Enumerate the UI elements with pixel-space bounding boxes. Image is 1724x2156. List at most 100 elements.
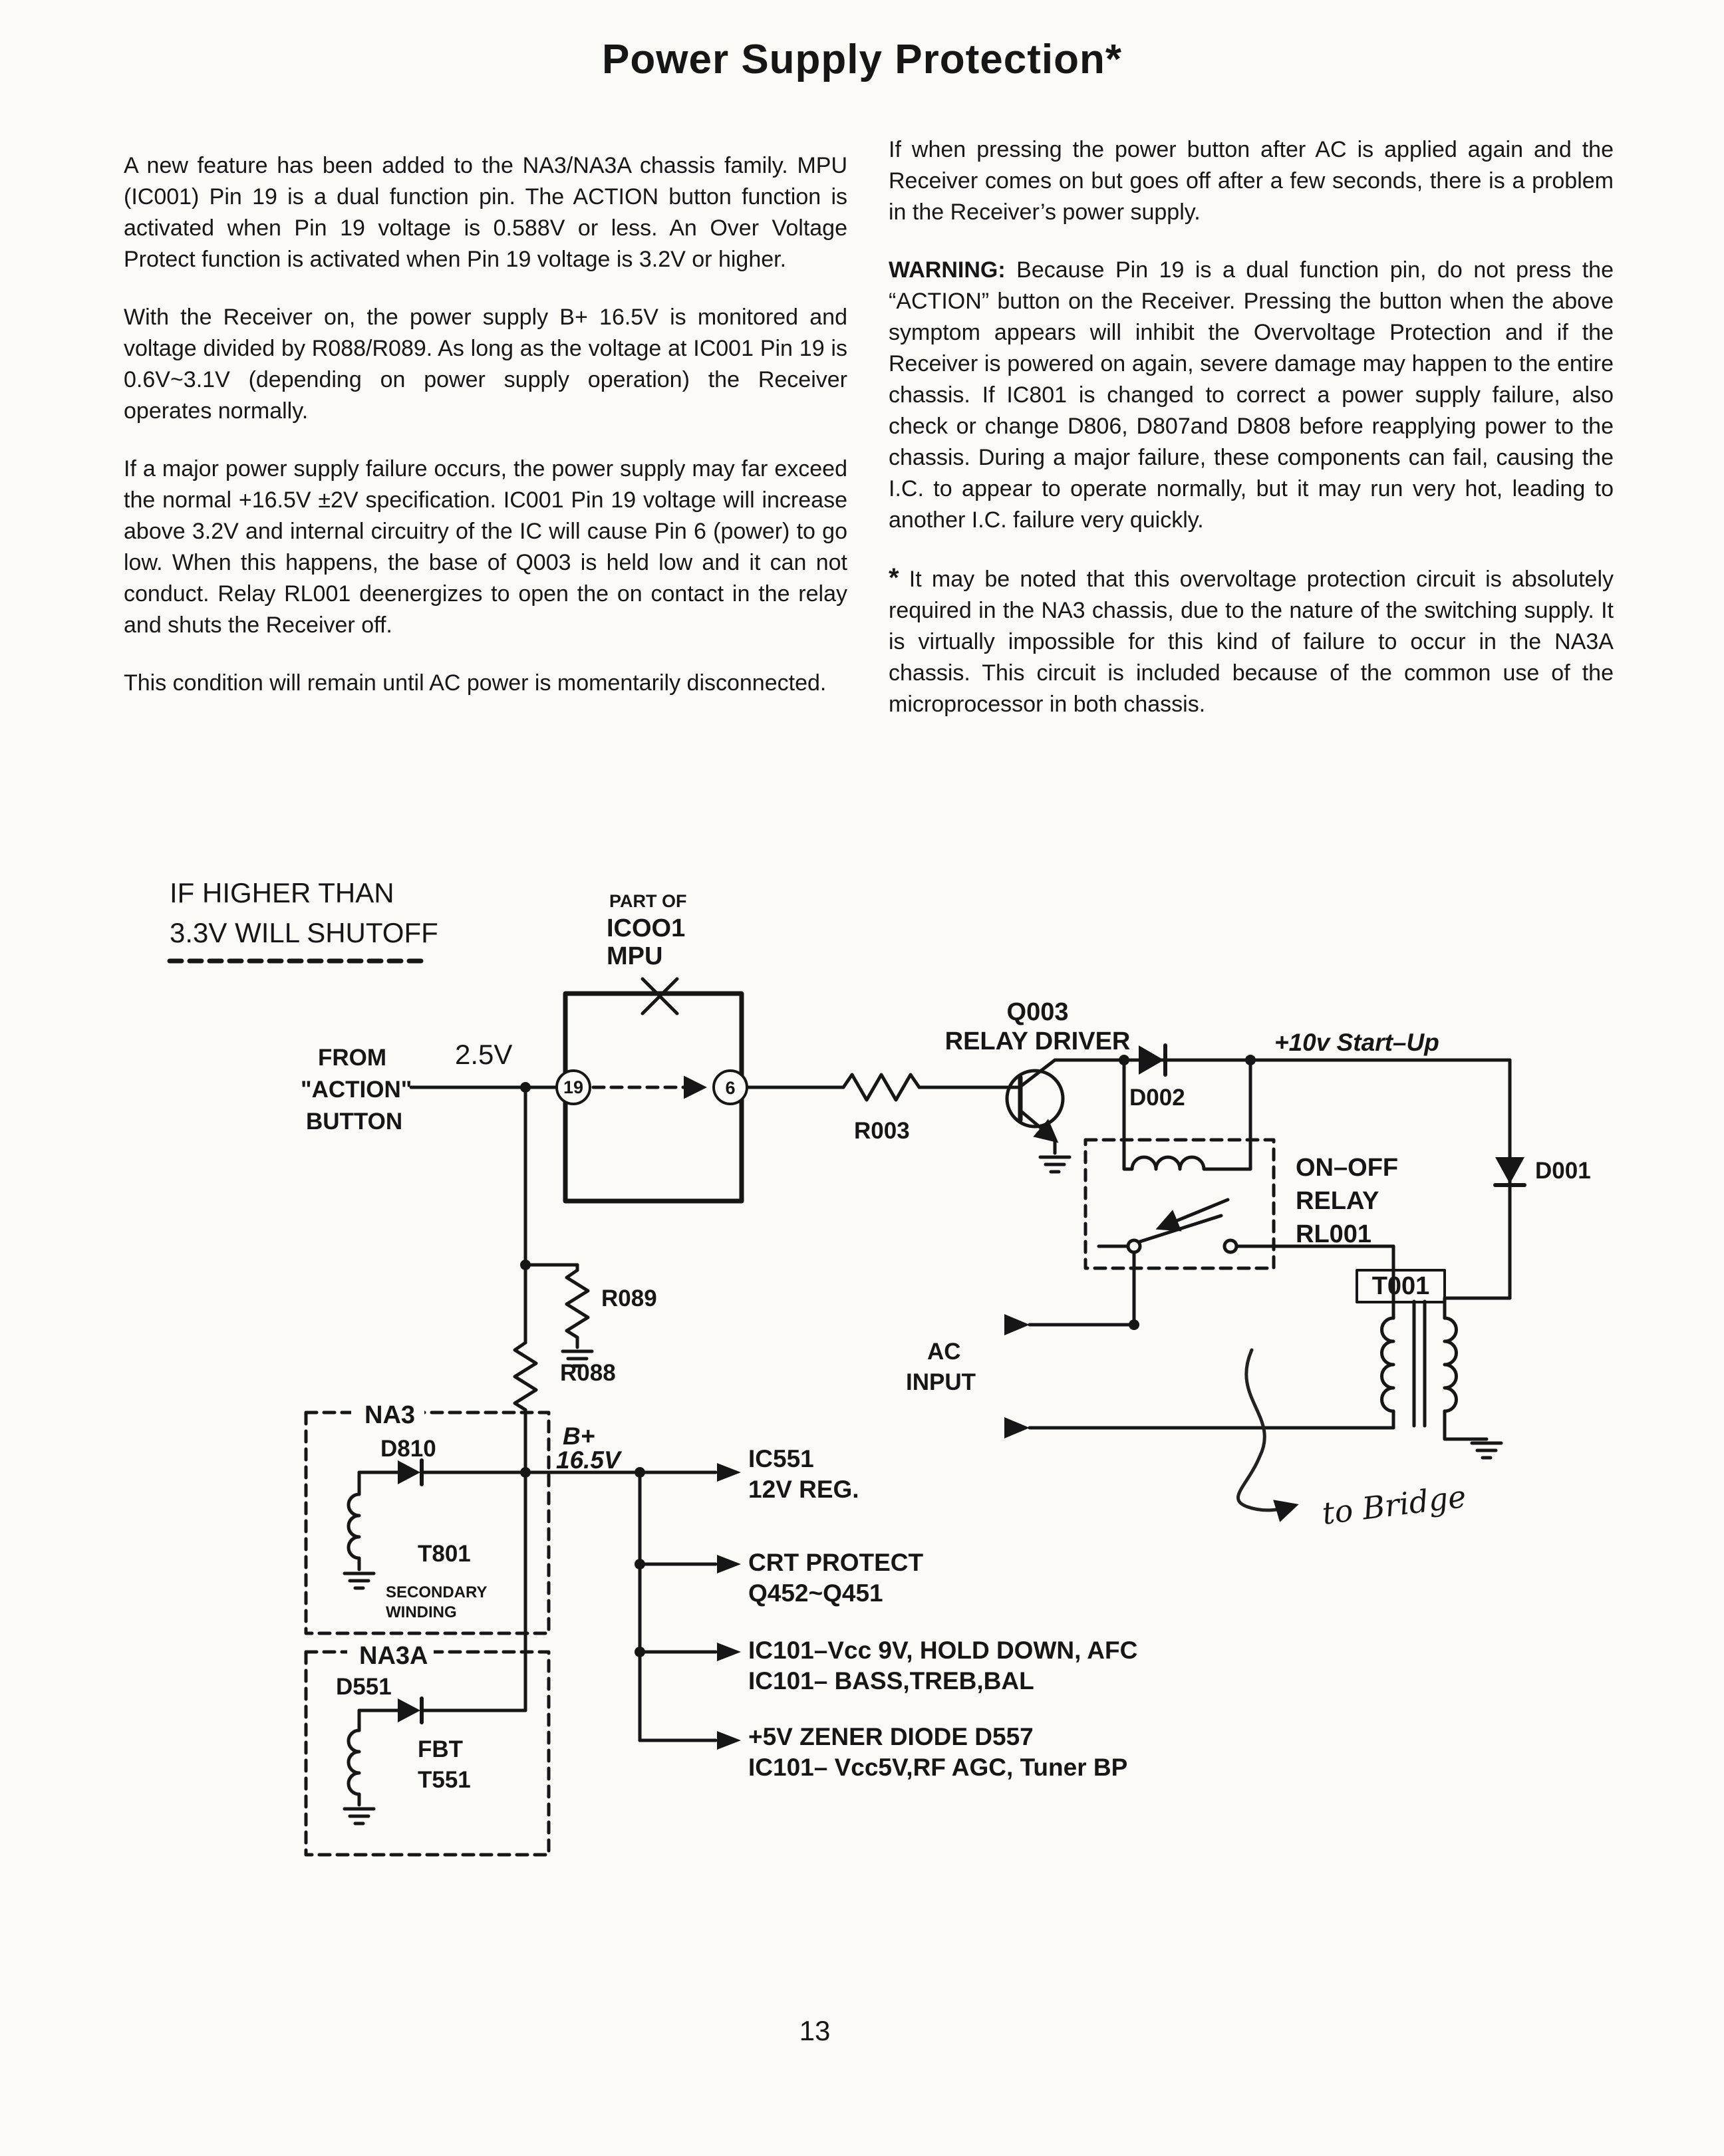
secondary-winding-icon bbox=[1443, 1316, 1458, 1413]
paragraph-3: If a major power supply failure occurs, … bbox=[124, 456, 847, 638]
fbt-label-line2: T551 bbox=[418, 1767, 471, 1793]
bplus-label-line2: 16.5V bbox=[556, 1446, 623, 1474]
collector-rail bbox=[1053, 1043, 1512, 1142]
power-supply-protection-schematic: IF HIGHER THAN 3.3V WILL SHUTOFF PART OF… bbox=[167, 877, 1591, 1857]
d001-diode-icon bbox=[1495, 1157, 1524, 1184]
relay-label-line3: RL001 bbox=[1296, 1220, 1371, 1248]
t001-transformer-symbol bbox=[1356, 1269, 1512, 1441]
label-backing bbox=[347, 1643, 434, 1671]
handwritten-arrow bbox=[1236, 1348, 1299, 1522]
from-action-line3: BUTTON bbox=[306, 1109, 402, 1135]
secondary-winding-line2: WINDING bbox=[386, 1603, 457, 1621]
shutoff-note-line1: IF HIGHER THAN bbox=[170, 877, 394, 908]
junction-dot bbox=[635, 1647, 645, 1657]
mpu-type-label: MPU bbox=[607, 942, 662, 970]
paragraph-5: If when pressing the power button after … bbox=[889, 137, 1614, 225]
junction-dot bbox=[520, 1467, 531, 1478]
from-action-line2: "ACTION" bbox=[301, 1077, 412, 1103]
output-label: Q452~Q451 bbox=[748, 1579, 883, 1607]
ground-icon bbox=[1040, 1157, 1070, 1172]
label-backing bbox=[351, 1402, 424, 1430]
mpu-pins bbox=[555, 1069, 748, 1105]
t801-label: T801 bbox=[418, 1541, 471, 1567]
d810-label: D810 bbox=[380, 1436, 436, 1462]
relay-contact-icon bbox=[1126, 1238, 1142, 1254]
q003-transistor-symbol bbox=[1005, 1058, 1065, 1155]
na3-source-block bbox=[304, 1411, 551, 1635]
paragraph-1: A new feature has been added to the NA3/… bbox=[124, 153, 847, 272]
r088-resistor bbox=[513, 1341, 538, 1412]
bplus-rail bbox=[420, 1470, 718, 1742]
startup-rail-label: +10v Start–Up bbox=[1274, 1029, 1439, 1056]
schematic-labels: IF HIGHER THAN 3.3V WILL SHUTOFF PART OF… bbox=[170, 877, 1591, 1793]
footnote-paragraph: * It may be noted that this overvoltage … bbox=[889, 563, 1614, 720]
output-label: IC101– Vcc5V,RF AGC, Tuner BP bbox=[748, 1754, 1127, 1781]
junction-dot bbox=[635, 1559, 645, 1569]
from-action-line1: FROM bbox=[318, 1045, 386, 1071]
junction-dot bbox=[1129, 1319, 1139, 1330]
warning-label: WARNING: bbox=[889, 257, 1006, 283]
ac-arrow-icon bbox=[1004, 1314, 1030, 1335]
t001-label: T001 bbox=[1372, 1272, 1430, 1300]
relay-label-line2: RELAY bbox=[1296, 1187, 1379, 1215]
output-label: IC101–Vcc 9V, HOLD DOWN, AFC bbox=[748, 1637, 1137, 1664]
q003-role-label: RELAY DRIVER bbox=[945, 1027, 1131, 1055]
branch-arrow-icon bbox=[717, 1731, 741, 1750]
mpu-name-label: ICOO1 bbox=[607, 914, 685, 942]
pin-19-label: 19 bbox=[563, 1077, 583, 1097]
ground-icon bbox=[345, 1573, 374, 1588]
ac-arrow-icon bbox=[1004, 1417, 1030, 1438]
ground-icon bbox=[345, 1809, 374, 1823]
handwritten-note: to Bridge bbox=[1320, 1478, 1468, 1532]
fbt-label-line1: FBT bbox=[418, 1736, 463, 1762]
d551-diode-icon bbox=[398, 1698, 420, 1722]
junction-dot bbox=[520, 1082, 531, 1093]
output-label: 12V REG. bbox=[748, 1476, 859, 1503]
na3a-source-block bbox=[304, 1470, 551, 1857]
na3a-box-label: NA3A bbox=[359, 1642, 428, 1670]
ac-label-line2: INPUT bbox=[906, 1369, 976, 1395]
page-title: Power Supply Protection* bbox=[602, 37, 1122, 82]
d001-label: D001 bbox=[1535, 1158, 1591, 1184]
secondary-winding-line1: SECONDARY bbox=[386, 1583, 487, 1601]
d551-label: D551 bbox=[336, 1674, 392, 1700]
output-label: CRT PROTECT bbox=[748, 1549, 924, 1576]
output-label: IC101– BASS,TREB,BAL bbox=[748, 1667, 1034, 1694]
bplus-label-line1: B+ bbox=[563, 1422, 595, 1450]
branch-arrow-icon bbox=[717, 1643, 741, 1661]
warning-text: Because Pin 19 is a dual function pin, d… bbox=[889, 257, 1614, 533]
r003-label: R003 bbox=[854, 1118, 910, 1144]
ac-input-lines bbox=[1028, 1244, 1395, 1430]
footnote-marker: * bbox=[889, 563, 899, 593]
t801-winding-icon bbox=[347, 1492, 361, 1560]
output-label: IC551 bbox=[748, 1445, 814, 1472]
relay-actuator-arrow bbox=[1155, 1198, 1230, 1232]
junction-dot bbox=[1119, 1055, 1129, 1065]
ground-icon bbox=[1472, 1443, 1501, 1458]
branch-arrow-icon bbox=[717, 1463, 741, 1482]
d002-diode-icon bbox=[1139, 1045, 1164, 1075]
d810-diode-icon bbox=[398, 1460, 420, 1484]
d002-label: D002 bbox=[1129, 1085, 1185, 1111]
pin-19-circle bbox=[555, 1069, 591, 1105]
paragraph-4: This condition will remain until AC powe… bbox=[124, 670, 827, 696]
mpu-part-of-label: PART OF bbox=[609, 891, 687, 911]
pin-6-label: 6 bbox=[725, 1078, 735, 1098]
primary-winding-icon bbox=[1380, 1316, 1395, 1413]
r089-resistor bbox=[565, 1268, 590, 1339]
relay-rl001-symbol bbox=[1083, 1138, 1395, 1327]
relay-contact-icon bbox=[1222, 1238, 1238, 1254]
na3-box-label: NA3 bbox=[364, 1401, 415, 1429]
r003-resistor bbox=[745, 1073, 1020, 1102]
pin-6-circle bbox=[712, 1069, 748, 1105]
junction-dot bbox=[635, 1467, 645, 1478]
output-label: +5V ZENER DIODE D557 bbox=[748, 1723, 1034, 1750]
relay-coil-icon bbox=[1122, 1138, 1252, 1171]
r089-label: R089 bbox=[601, 1285, 657, 1311]
voltage-2-5v-label: 2.5V bbox=[455, 1039, 512, 1070]
shutoff-note-line2: 3.3V WILL SHUTOFF bbox=[170, 917, 438, 948]
right-column: If when pressing the power button after … bbox=[889, 134, 1614, 747]
page-number: 13 bbox=[799, 2015, 831, 2046]
voltage-divider bbox=[513, 1085, 590, 1474]
relay-label-line1: ON–OFF bbox=[1296, 1154, 1398, 1182]
